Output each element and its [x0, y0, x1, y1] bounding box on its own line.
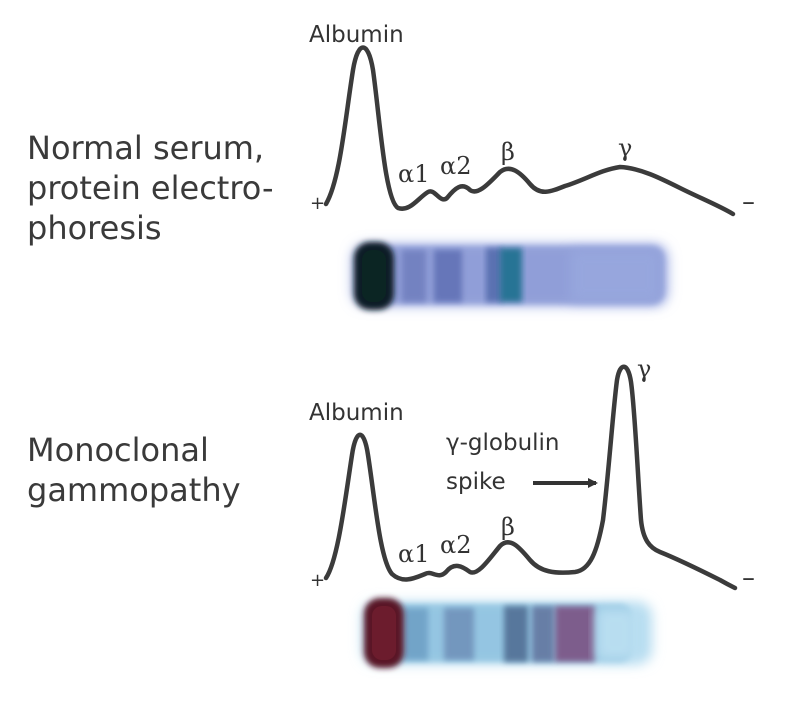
- normal-gamma-label: γ: [618, 134, 632, 162]
- monoclonal-label-line-1: Monoclonal: [27, 431, 209, 469]
- monoclonal-gel-band: [362, 598, 652, 668]
- normal-gel-band: [352, 242, 668, 310]
- monoclonal-albumin-label: Albumin: [309, 400, 404, 426]
- monoclonal-gammopathy-label: Monoclonal gammopathy: [27, 430, 241, 510]
- gamma-globulin-annotation-line-1: γ-globulin: [446, 430, 560, 456]
- normal-electrophoresis-curve: [323, 45, 736, 217]
- monoclonal-label-line-2: gammopathy: [27, 471, 241, 509]
- normal-label-line-2: protein electro-: [27, 169, 274, 207]
- normal-alpha1-label: α1: [398, 160, 429, 188]
- normal-label-line-3: phoresis: [27, 209, 162, 247]
- monoclonal-gamma-label: γ: [637, 355, 651, 383]
- normal-anode-sign: +: [310, 193, 325, 214]
- normal-albumin-label: Albumin: [309, 22, 404, 48]
- normal-label-line-1: Normal serum,: [27, 129, 265, 167]
- monoclonal-electrophoresis-curve: [323, 364, 738, 591]
- monoclonal-cathode-sign: –: [742, 563, 755, 593]
- monoclonal-alpha1-label: α1: [398, 540, 429, 568]
- monoclonal-alpha2-label: α2: [440, 531, 471, 559]
- monoclonal-anode-sign: +: [310, 570, 325, 591]
- normal-cathode-sign: –: [742, 187, 755, 217]
- normal-beta-label: β: [501, 138, 515, 166]
- normal-alpha2-label: α2: [440, 152, 471, 180]
- monoclonal-beta-label: β: [501, 513, 515, 541]
- normal-serum-label: Normal serum, protein electro- phoresis: [27, 128, 274, 248]
- gamma-globulin-annotation-line-2: spike: [446, 469, 506, 495]
